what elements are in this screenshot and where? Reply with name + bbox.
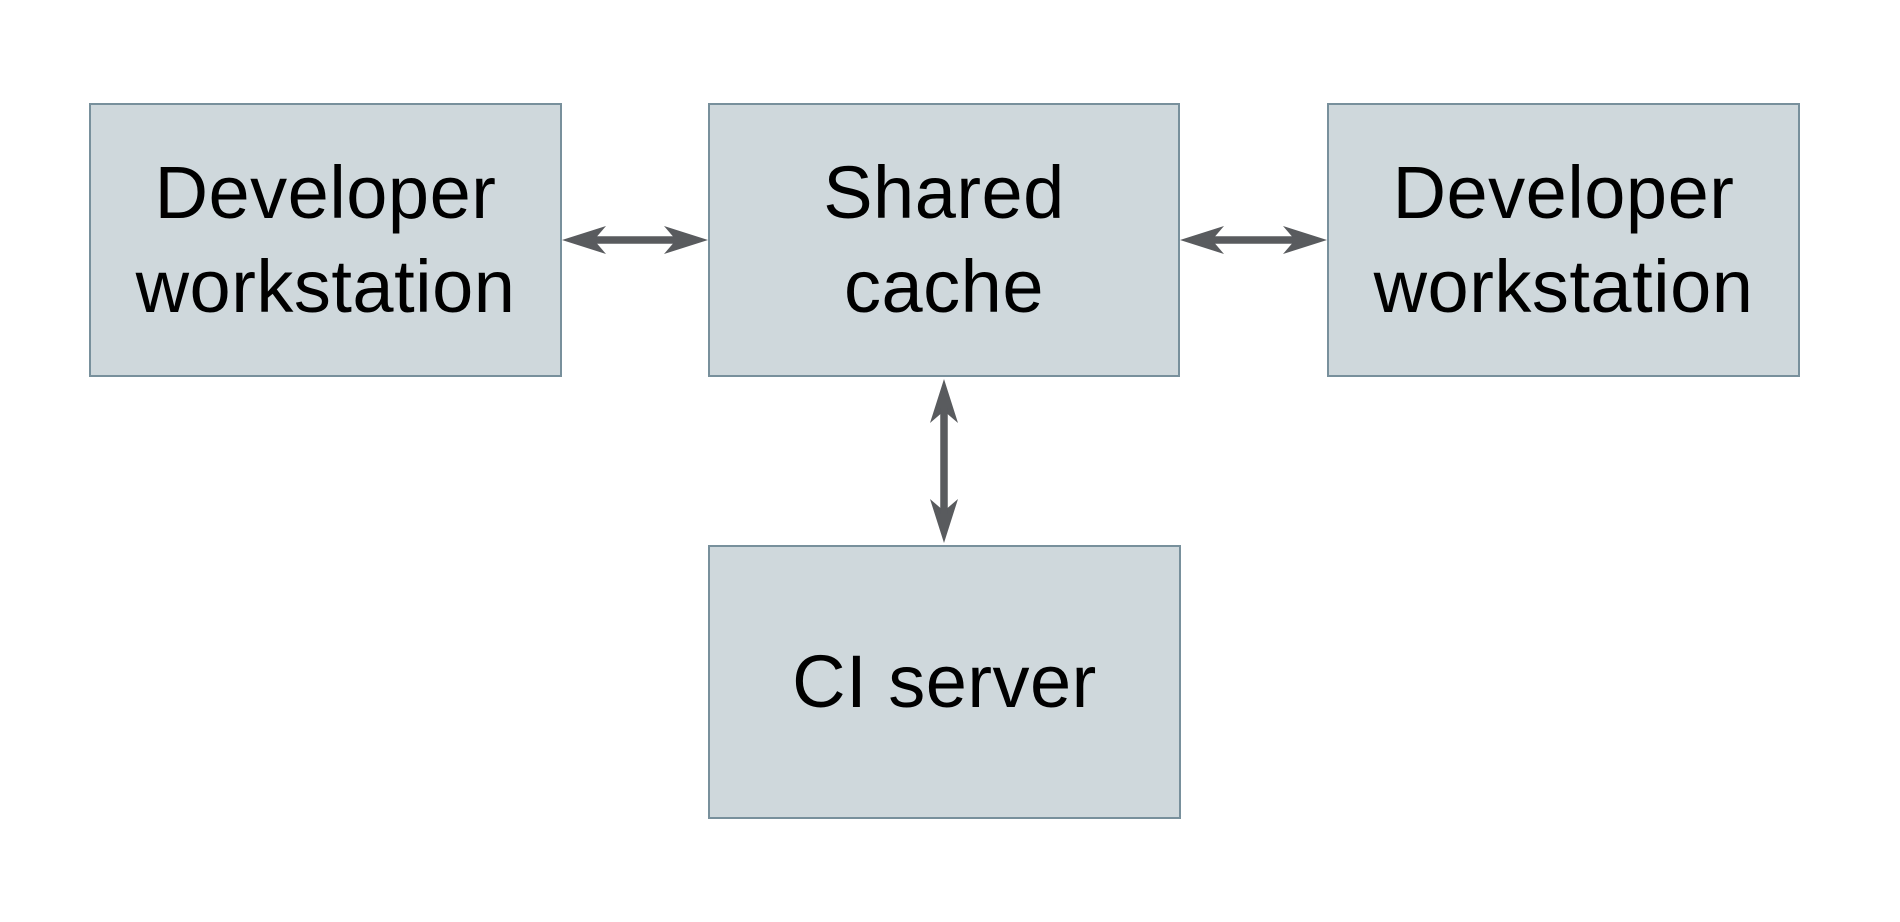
node-developer-workstation-left: Developer workstation (89, 103, 562, 377)
node-shared-cache: Shared cache (708, 103, 1180, 377)
edge-shared-cache-ci-server (930, 379, 958, 543)
node-developer-workstation-right: Developer workstation (1327, 103, 1800, 377)
node-label-developer-workstation-right: Developer workstation (1373, 151, 1754, 328)
node-ci-server: CI server (708, 545, 1181, 819)
node-label-shared-cache: Shared cache (823, 151, 1065, 328)
node-label-developer-workstation-left: Developer workstation (135, 151, 516, 328)
edge-left-workstation-shared-cache (562, 226, 708, 254)
edge-shared-cache-right-workstation (1180, 226, 1327, 254)
node-label-ci-server: CI server (792, 640, 1097, 724)
